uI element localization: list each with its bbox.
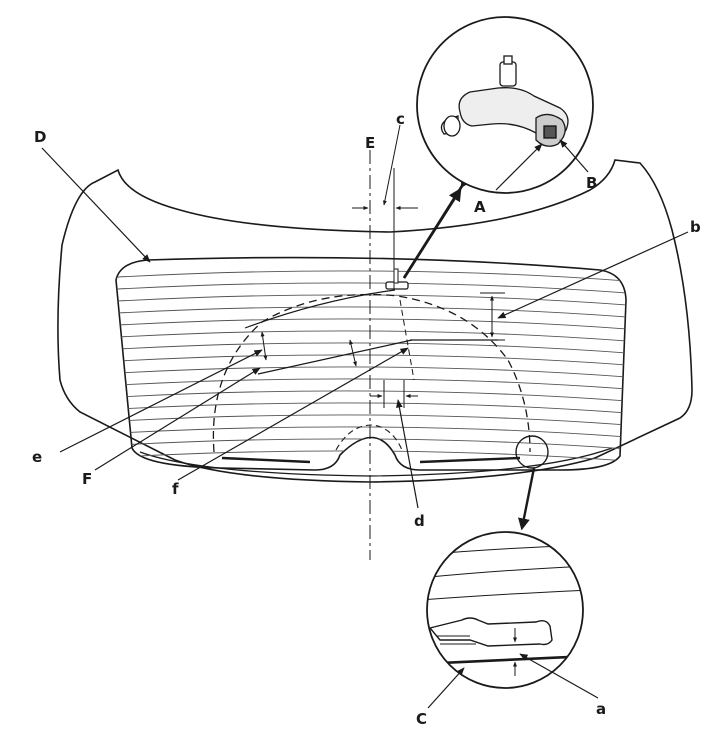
nozzle-detail-zoom — [416, 16, 594, 194]
callout-C: C — [416, 710, 427, 728]
blade-angle-line — [257, 339, 413, 375]
callout-A: A — [474, 198, 486, 216]
blade-clearance-detail-zoom — [426, 531, 599, 709]
wiper-blade-left — [221, 456, 311, 464]
rear-glass-outline — [115, 256, 627, 471]
callout-D: D — [34, 128, 46, 146]
arm-dashed-line — [399, 299, 415, 381]
callout-F: F — [82, 470, 92, 488]
wiper-blade-right — [419, 456, 521, 464]
callout-a: a — [596, 700, 606, 718]
tailgate-outline — [57, 159, 693, 483]
callout-d: d — [414, 512, 425, 530]
detail-reference-circle — [515, 435, 549, 469]
callout-E: E — [365, 134, 375, 152]
callout-B: B — [586, 174, 597, 192]
wiper-sweep-arc — [212, 293, 531, 453]
blade-position-line — [244, 289, 396, 329]
callout-b: b — [690, 218, 701, 236]
callout-c: c — [396, 110, 405, 128]
tailgate-lower-edge — [139, 447, 613, 477]
wiper-park-arc — [335, 424, 403, 451]
callout-f: f — [172, 480, 179, 498]
callout-e: e — [32, 448, 42, 466]
